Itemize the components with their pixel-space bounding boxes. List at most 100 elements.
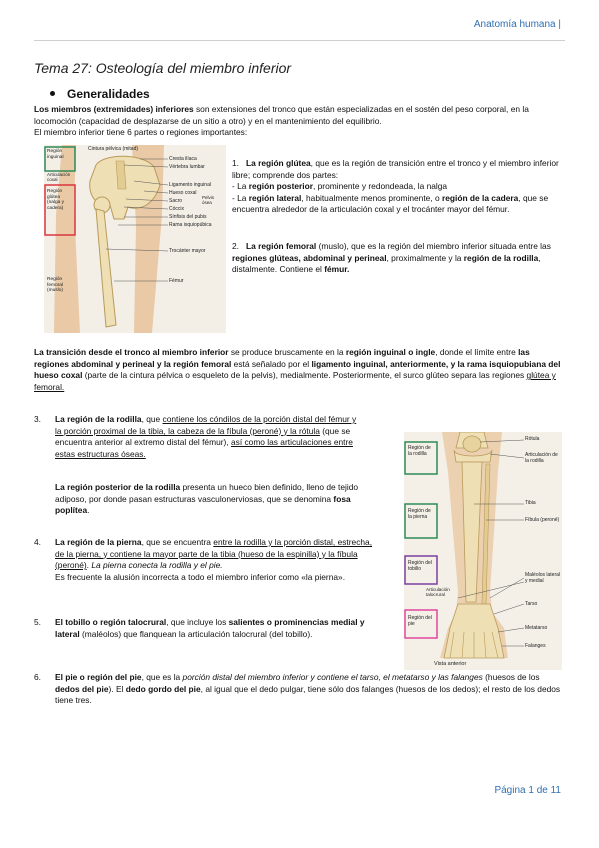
list-item-2-term-d: fémur. (324, 264, 350, 275)
list-item-2-term-paren: (muslo) (316, 241, 347, 251)
list-item-4-underline: entre la rodilla y la porción distal, es… (55, 537, 373, 571)
list-item-5-text: , que incluye los (166, 617, 229, 627)
list-item-4-number: 4. (34, 537, 41, 547)
intro-text: son extensiones del tronco que están esp… (34, 104, 529, 126)
label-rotula: Rótula (525, 436, 540, 442)
list-item-3-underline-e: así como las articulaciones entre estas … (55, 437, 353, 459)
list-item-3-posterior: La región posterior de la rodilla presen… (55, 482, 365, 517)
label-falanges: Falanges (525, 643, 546, 649)
list-item-3: 3. (34, 414, 50, 426)
list-item-6-text: , que es la (141, 672, 183, 682)
list-item-3-text: , que (141, 414, 163, 424)
label-fibula: Fíbula (peroné) (525, 517, 560, 523)
region-glutea-label: Región glútea (nalga y cadera) (47, 189, 65, 211)
list-item-3-number: 3. (34, 414, 41, 424)
label-ligamento-inguinal: Ligamento inguinal (169, 182, 211, 188)
list-item-5-number: 5. (34, 617, 41, 627)
label-hueso-coxal: Hueso coxal (169, 190, 197, 196)
list-item-1-term-b: región posterior (248, 181, 313, 192)
list-item-2: 2. La región femoral (muslo), que es la … (232, 241, 560, 276)
list-item-3-term: La región de la rodilla (55, 414, 142, 424)
label-cresta-iliaca: Cresta ilíaca (169, 156, 197, 162)
transition-text-d: , donde el límite entre (435, 347, 519, 357)
page-number: Página 1 de 11 (494, 785, 561, 796)
label-articulacion-rodilla: Articulación de la rodilla (525, 452, 558, 464)
pelvis-femur-illustration (44, 145, 226, 333)
label-maleolos: Maléolos lateral y medial (525, 572, 561, 584)
list-item-3-underline: contiene los cóndilos de la porción dist… (55, 414, 357, 436)
list-item-3-body: La región de la rodilla, que contiene lo… (55, 414, 365, 460)
header-text: Anatomía humana | (473, 19, 561, 30)
list-item-1-text-e: , que se encuentra alrededor de la artic… (232, 192, 549, 215)
list-item-5-term: El tobillo o región talocrural (55, 617, 167, 627)
list-item-4-body: La región de la pierna, que se encuentra… (55, 537, 380, 583)
list-item-6-text-h: , al igual que el dedo pulgar, tiene sól… (55, 683, 561, 706)
list-item-2-text-b: , proximalmente y la (386, 252, 464, 263)
transition-term-e: las regiones abdominal y perineal y la r… (34, 347, 530, 369)
list-item-2-text-c: , distalmente. Contiene el (232, 252, 541, 275)
list-item-5-term-c: salientes o prominencias medial y latera… (55, 617, 365, 639)
label-trocanter-mayor: Trocánter mayor (169, 248, 206, 254)
list-item-6-body: El pie o región del pie, que es la porci… (55, 672, 562, 707)
list-item-1-term-d: región de la cadera (441, 192, 519, 203)
list-item-1: 1. La región glútea, que es la región de… (232, 158, 560, 216)
transition-term-i: glútea y femoral. (34, 370, 556, 392)
label-tibia: Tibia (525, 500, 536, 506)
figure-pelvis-femur: Cintura pélvica (mitad) Cresta ilíaca Vé… (44, 145, 226, 333)
list-item-6-text-d: (huesos de los (482, 672, 540, 682)
list-item-1-text-d: , habitualmente menos prominente, o (301, 192, 442, 203)
list-item-4-term: La región de la pierna (55, 537, 142, 547)
transition-term-c: región inguinal o ingle (345, 347, 436, 357)
transition-text-h: (parte de la cintura pélvica o esqueleto… (82, 370, 527, 381)
list-item-1-term: La región glútea (245, 158, 311, 168)
label-tarso: Tarso (525, 601, 538, 607)
transition-term: La transición desde el tronco al miembro… (34, 347, 229, 357)
page-title: Tema 27: Osteología del miembro inferior (34, 60, 292, 76)
label-coccix: Cóccix (169, 206, 185, 212)
list-item-6-term-g: dedo gordo del pie (125, 683, 201, 694)
region-rodilla-label: Región de la rodilla (408, 445, 431, 457)
list-item-3-text-d: (que se encuentra anterior al extremo di… (55, 425, 351, 448)
list-item-3-text-i: . (87, 505, 90, 516)
list-item-6-number: 6. (34, 672, 41, 682)
list-item-5: 5. (34, 617, 50, 629)
list-item-6-text-f: ). El (108, 683, 126, 694)
list-item-5-body: El tobillo o región talocrural, que incl… (55, 617, 380, 640)
list-item-4-italic: La pierna conecta la rodilla y el pie. (91, 560, 223, 571)
list-item-1-dash-b: - La (232, 192, 249, 203)
list-item-1-text: , que es la región de transición entre e… (232, 158, 559, 180)
label-pelvis-osea: Pelvis ósea (202, 195, 215, 205)
list-item-2-text: , que es la región del miembro inferior … (346, 241, 551, 251)
region-pierna-label: Región de la pierna (408, 508, 431, 520)
list-item-6-term-e: dedos del pie (55, 683, 109, 694)
intro-list-lead: El miembro inferior tiene 6 partes o reg… (34, 127, 248, 138)
region-inguinal-label: Región inguinal (47, 149, 64, 160)
bullet-icon (50, 91, 55, 97)
label-vertebra-lumbar: Vértebra lumbar (169, 164, 205, 170)
list-item-2-term-b: regiones glúteas, abdominal y perineal (232, 252, 387, 263)
section-heading-text: Generalidades (67, 87, 150, 101)
transition-term-g: ligamento inguinal, anteriormente, y la … (34, 358, 561, 381)
list-item-1-term-c: región lateral (248, 192, 302, 203)
region-talocrural-label: Articulación talocrural (426, 587, 450, 597)
list-item-3-text-g: presenta un hueco bien definido, lleno d… (55, 482, 359, 504)
list-item-2-term: La región femoral (245, 241, 317, 251)
list-item-1-text-c: , prominente y redondeada, la nalga (312, 181, 448, 192)
list-item-1-number: 1. (232, 158, 239, 168)
transition-paragraph: La transición desde el tronco al miembro… (34, 347, 562, 393)
label-cintura-pelvica: Cintura pélvica (mitad) (88, 146, 139, 152)
label-rama-isquiopubica: Rama isquiopúbica (169, 222, 212, 228)
list-item-6-term: El pie o región del pie (55, 672, 142, 682)
label-metatarso: Metatarso (525, 625, 548, 631)
list-item-6-italic: porción distal del miembro inferior y co… (182, 672, 483, 682)
label-femur: Fémur (169, 278, 184, 284)
region-femoral-label: Región femoral (muslo) (47, 277, 63, 293)
list-item-2-term-c: región de la rodilla (463, 252, 539, 263)
list-item-4-text: , que se encuentra (141, 537, 214, 547)
list-item-3-term-f: La región posterior de la rodilla (55, 482, 181, 492)
region-articulacion-label: Articulación coxal (47, 172, 71, 182)
list-item-1-dash-a: - La (232, 181, 249, 192)
transition-text-f: está señalado por el (231, 358, 312, 369)
label-vista-anterior: Vista anterior (434, 661, 467, 667)
figure-leg-foot: Rótula Articulación de la rodilla Tibia … (404, 432, 562, 670)
